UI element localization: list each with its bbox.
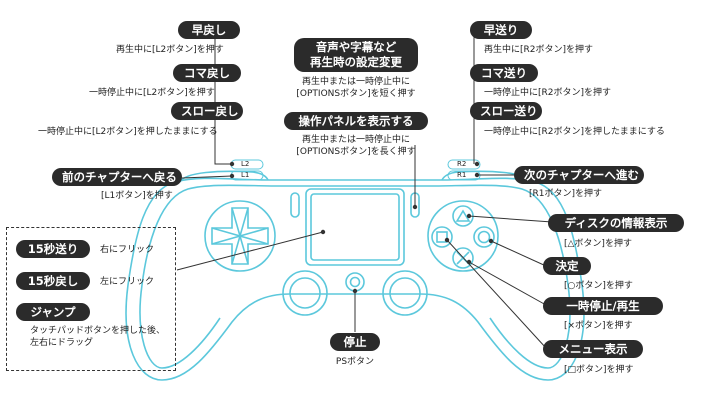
rewind-label: 早戻し	[178, 21, 240, 39]
skip15-label: 15秒送り	[16, 240, 90, 258]
frame-back-desc: 一時停止中に[L2ボタン]を押す	[89, 88, 215, 98]
pause-play-label: 一時停止/再生	[543, 297, 663, 315]
next-chapter-label: 次のチャプターへ進む	[514, 166, 644, 184]
control-panel-desc: 再生中または一時停止中に [OPTIONSボタン]を長く押す	[296, 135, 416, 157]
next-chapter-desc: [R1ボタン]を押す	[529, 189, 603, 199]
slow-forward-label: スロー送り	[470, 102, 542, 120]
circle-button	[477, 230, 491, 244]
l1-tag: L1	[241, 171, 250, 179]
r2-tag: R2	[457, 160, 467, 168]
prev-chapter-desc: [L1ボタン]を押す	[101, 191, 173, 201]
confirm-desc: [○ボタン]を押す	[564, 281, 633, 291]
pause-play-desc: [×ボタン]を押す	[564, 321, 633, 331]
prev-chapter-label: 前のチャプターへ戻る	[52, 168, 182, 186]
touchpad-gestures-panel	[6, 227, 176, 371]
disc-info-desc: [△ボタン]を押す	[564, 239, 632, 249]
fast-forward-label: 早送り	[470, 21, 532, 39]
jump-desc: タッチパッドボタンを押した後、 左右にドラッグ	[30, 326, 166, 348]
skip15-desc: 右にフリック	[100, 245, 155, 255]
frame-back-label: コマ戻し	[173, 64, 241, 82]
menu-desc: [□ボタン]を押す	[564, 365, 634, 375]
menu-label: メニュー表示	[543, 340, 643, 358]
right-stick	[382, 270, 428, 316]
slow-back-label: スロー戻し	[171, 102, 243, 120]
touchpad	[305, 188, 405, 266]
back15-label: 15秒戻し	[16, 272, 90, 290]
triangle-button	[455, 209, 471, 222]
stop-label: 停止	[330, 333, 380, 351]
disc-info-label: ディスクの情報表示	[548, 214, 684, 232]
audio-settings-desc: 再生中または一時停止中に [OPTIONSボタン]を短く押す	[296, 77, 416, 99]
rewind-desc: 再生中に[L2ボタン]を押す	[116, 45, 224, 55]
r1-tag: R1	[457, 171, 467, 179]
audio-settings-label: 音声や字幕など 再生時の設定変更	[294, 38, 418, 72]
control-panel-label: 操作パネルを表示する	[284, 112, 428, 130]
fast-forward-desc: 再生中に[R2ボタン]を押す	[484, 45, 594, 55]
ps-button	[345, 272, 365, 292]
stop-desc: PSボタン	[335, 357, 375, 367]
frame-forward-desc: 一時停止中に[R2ボタン]を押す	[484, 88, 612, 98]
confirm-label: 決定	[543, 257, 591, 275]
slow-forward-desc: 一時停止中に[R2ボタン]を押したままにする	[484, 127, 665, 137]
frame-forward-label: コマ送り	[470, 64, 538, 82]
l2-tag: L2	[241, 160, 250, 168]
jump-label: ジャンプ	[16, 303, 90, 321]
back15-desc: 左にフリック	[100, 277, 155, 287]
square-button	[436, 231, 448, 243]
left-stick	[282, 270, 328, 316]
slow-back-desc: 一時停止中に[L2ボタン]を押したままにする	[38, 127, 218, 137]
